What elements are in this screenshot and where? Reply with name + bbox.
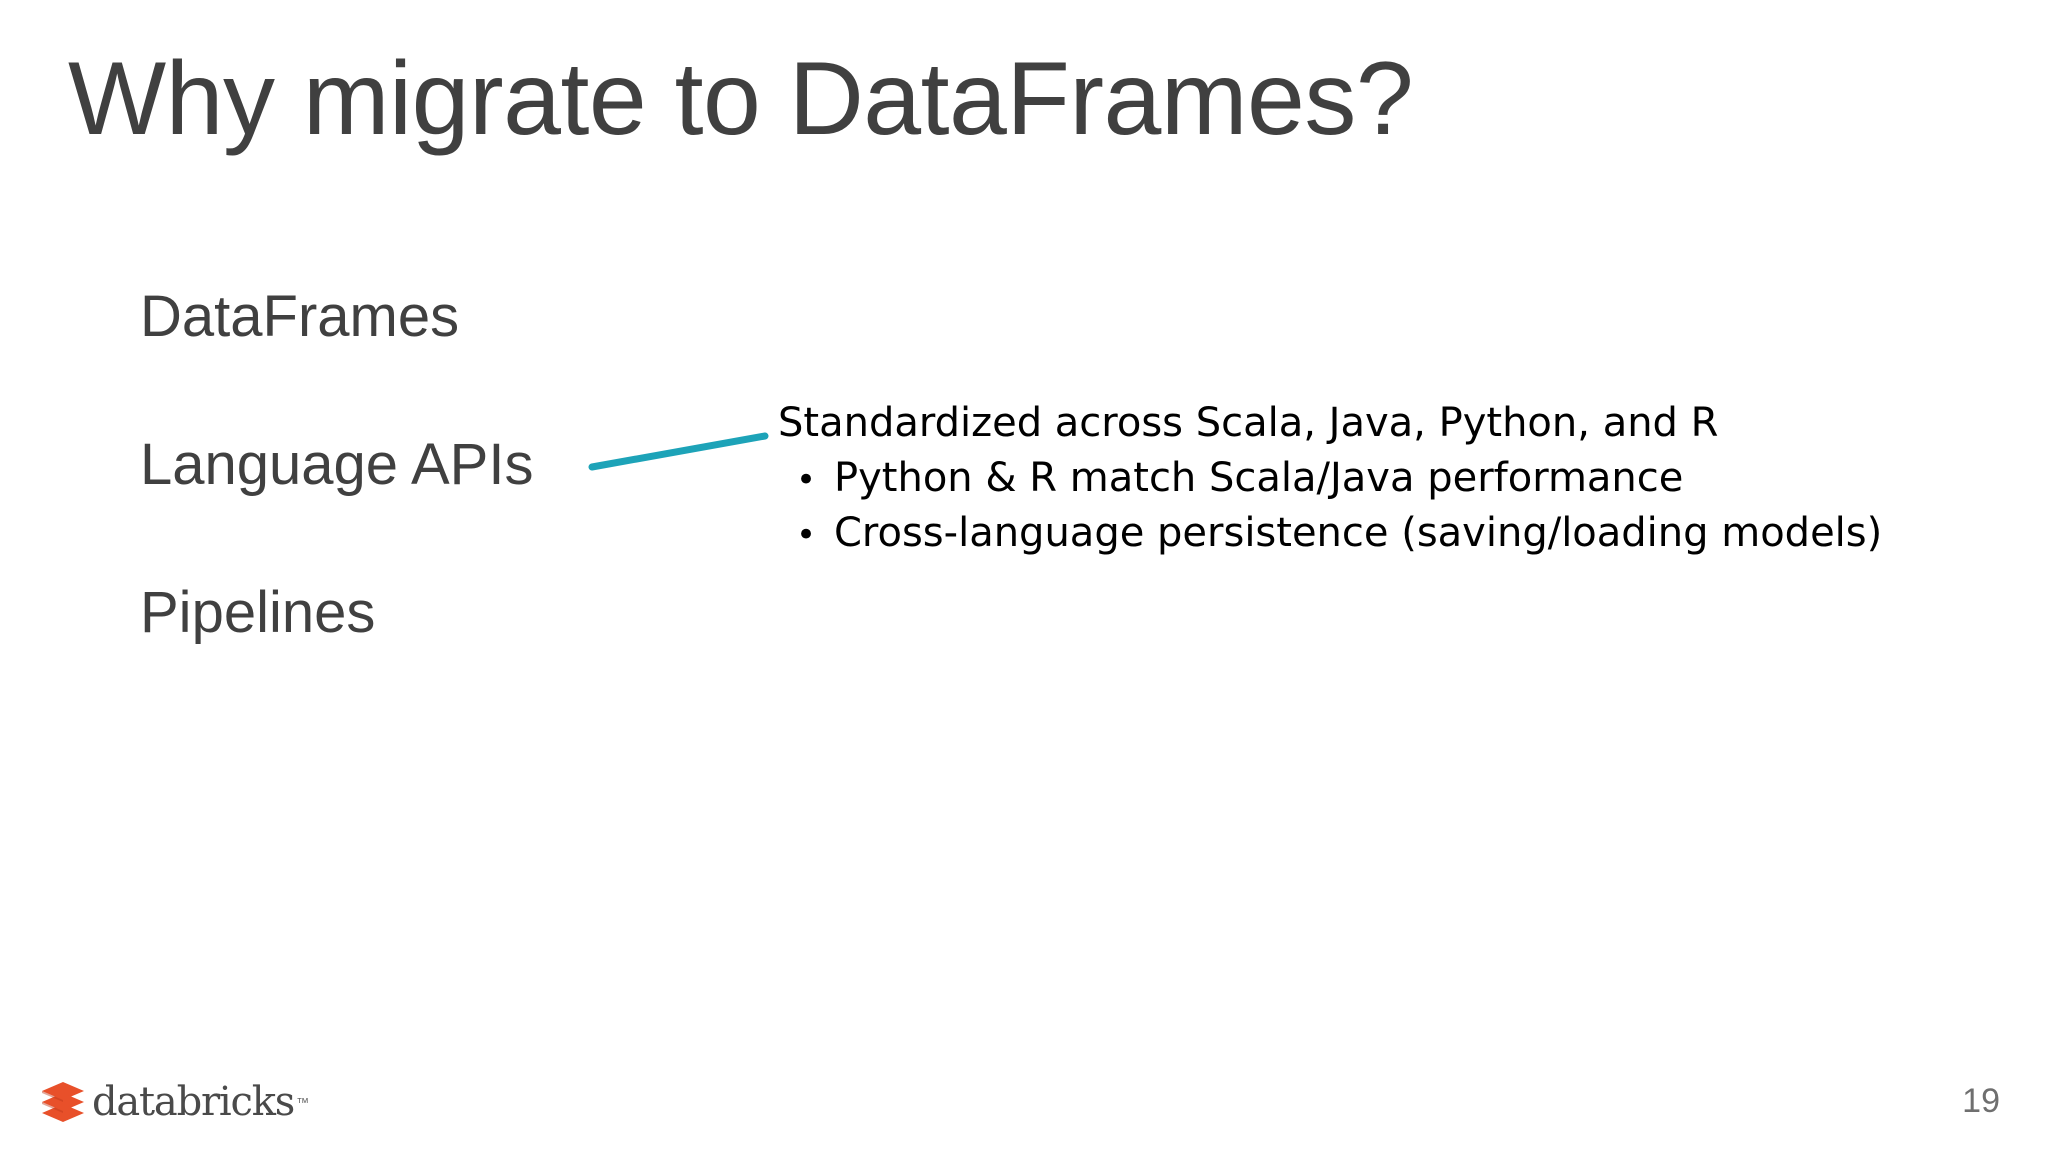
outline-item-pipelines: Pipelines: [140, 580, 376, 645]
detail-callout: Standardized across Scala, Java, Python,…: [778, 400, 1958, 558]
outline-item-dataframes: DataFrames: [140, 284, 460, 349]
connector-line-icon: [588, 432, 769, 471]
detail-bullet-text: Cross-language persistence (saving/loadi…: [834, 510, 1883, 557]
outline-item-language-apis: Language APIs: [140, 432, 534, 497]
bullet-dot-icon: •: [795, 515, 817, 556]
detail-bullet-text: Python & R match Scala/Java performance: [834, 455, 1684, 502]
databricks-stacked-layers-icon: [42, 1082, 84, 1122]
databricks-wordmark: databricks: [92, 1079, 295, 1125]
trademark-symbol: ™: [296, 1094, 310, 1110]
page-title: Why migrate to DataFrames?: [68, 41, 1414, 157]
list-item: • Python & R match Scala/Java performanc…: [778, 455, 1958, 502]
databricks-logo: databricks ™: [40, 1078, 309, 1126]
page-number: 19: [1962, 1082, 2000, 1120]
detail-heading: Standardized across Scala, Java, Python,…: [778, 400, 1719, 446]
list-item: • Cross-language persistence (saving/loa…: [778, 510, 1958, 557]
bullet-dot-icon: •: [795, 460, 817, 501]
